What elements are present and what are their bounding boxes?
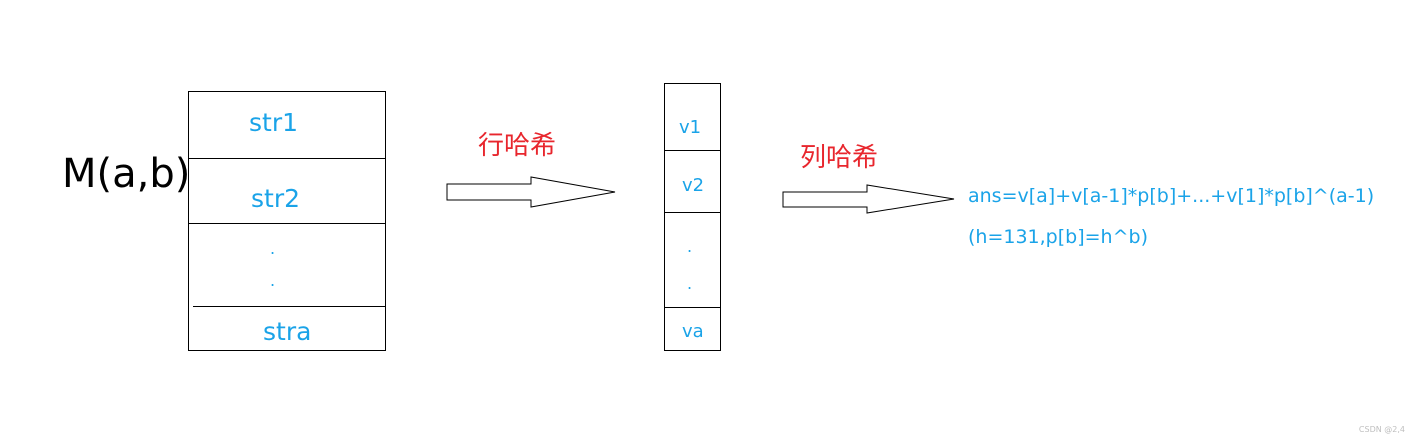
row-divider	[189, 158, 385, 159]
row-string-table: str1 str2 . . stra	[188, 91, 386, 351]
hash-value-1: v1	[679, 117, 702, 138]
row-ellipsis-dot: .	[270, 239, 276, 258]
column-divider	[665, 150, 720, 151]
hash-value-2: v2	[682, 175, 705, 196]
row-hash-column: v1 v2 . . va	[664, 83, 721, 351]
result-formula: ans=v[a]+v[a-1]*p[b]+...+v[1]*p[b]^(a-1)	[968, 185, 1375, 207]
row-hash-arrow	[446, 176, 616, 208]
row-divider	[189, 223, 385, 224]
result-parameters: (h=131,p[b]=h^b)	[968, 226, 1148, 248]
row-hash-label: 行哈希	[478, 131, 557, 161]
column-hash-arrow	[782, 184, 955, 214]
column-divider	[665, 212, 720, 213]
matrix-label: M(a,b)	[62, 151, 191, 197]
column-ellipsis-dot: .	[687, 274, 693, 293]
hash-value-a: va	[682, 321, 704, 342]
watermark: CSDN @2,4	[1358, 425, 1405, 434]
row-ellipsis-dot: .	[270, 271, 276, 290]
row-divider	[193, 306, 385, 307]
column-ellipsis-dot: .	[687, 237, 693, 256]
column-hash-label: 列哈希	[800, 143, 879, 173]
row-string-a: stra	[263, 317, 312, 346]
row-string-2: str2	[251, 184, 301, 213]
column-divider	[665, 307, 720, 308]
row-string-1: str1	[249, 108, 299, 137]
